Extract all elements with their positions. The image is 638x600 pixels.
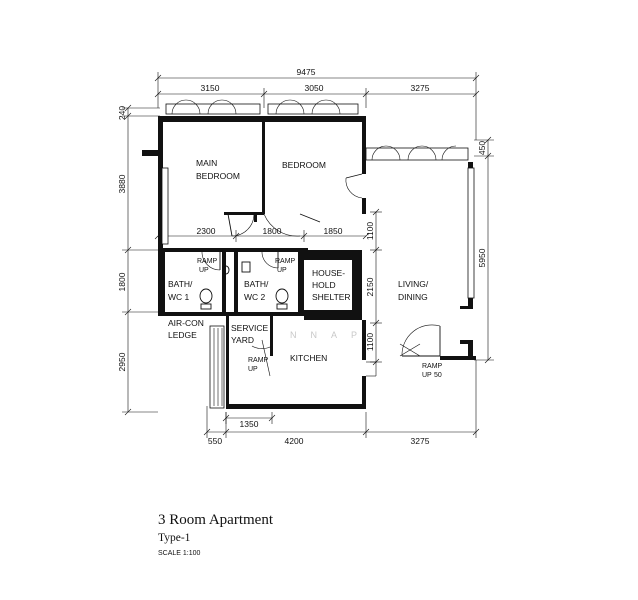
ramp-bath2-1: RAMP — [275, 258, 296, 265]
ramp-yard-1: RAMP — [248, 357, 269, 364]
toilets — [199, 261, 289, 310]
ramp-bath1-1: RAMP — [197, 258, 218, 265]
dim-main-bedroom-width: 3150 — [201, 83, 220, 93]
dim-240: 240 — [117, 106, 127, 120]
plan-type: Type-1 — [158, 532, 191, 544]
dim-3275-bottom: 3275 — [411, 436, 430, 446]
label-bath2-1: BATH/ — [244, 279, 269, 289]
label-living-1: LIVING/ — [398, 279, 429, 289]
dim-1850: 1850 — [324, 226, 343, 236]
windows — [161, 99, 475, 409]
ramp-labels: RAMP UP RAMP UP RAMP UP RAMP UP 50 — [197, 258, 443, 379]
label-bath2-2: WC 2 — [244, 292, 266, 302]
ramp-bath2-2: UP — [277, 267, 287, 274]
ramp-entry-1: RAMP — [422, 363, 443, 370]
label-aircon-1: AIR-CON — [168, 318, 204, 328]
label-bath1-2: WC 1 — [168, 292, 190, 302]
label-shelter-3: SHELTER — [312, 292, 351, 302]
label-shelter-1: HOUSE- — [312, 268, 345, 278]
dim-1350: 1350 — [240, 419, 259, 429]
dim-1100-upper: 1100 — [365, 222, 375, 241]
dim-1100-lower: 1100 — [365, 333, 375, 352]
ramp-yard-2: UP — [248, 366, 258, 373]
dim-550: 550 — [208, 436, 222, 446]
ramp-entry-3: 50 — [434, 372, 442, 379]
label-main-bedroom-1: MAIN — [196, 158, 217, 168]
dim-bedroom-width: 3050 — [305, 83, 324, 93]
doors — [201, 173, 441, 377]
label-shelter-2: HOLD — [312, 280, 336, 290]
label-living-2: DINING — [398, 292, 428, 302]
dim-450: 450 — [477, 141, 487, 155]
dim-1800-left: 1800 — [117, 272, 127, 291]
dim-2300: 2300 — [197, 226, 216, 236]
dim-3880: 3880 — [117, 174, 127, 193]
plan-title: 3 Room Apartment — [158, 512, 274, 528]
plan-scale: SCALE 1:100 — [158, 550, 201, 557]
ramp-bath1-2: UP — [199, 267, 209, 274]
label-main-bedroom-2: BEDROOM — [196, 171, 240, 181]
label-service-1: SERVICE — [231, 323, 268, 333]
dimension-lines — [122, 72, 494, 438]
dim-5950: 5950 — [477, 248, 487, 267]
dim-living-width: 3275 — [411, 83, 430, 93]
label-bath1-1: BATH/ — [168, 279, 193, 289]
walls — [142, 116, 476, 409]
label-kitchen: KITCHEN — [290, 353, 327, 363]
label-service-2: YARD — [231, 335, 254, 345]
dim-overall-width: 9475 — [297, 67, 316, 77]
dim-2950: 2950 — [117, 352, 127, 371]
label-bedroom: BEDROOM — [282, 160, 326, 170]
label-aircon-2: LEDGE — [168, 330, 197, 340]
dim-2150: 2150 — [365, 277, 375, 296]
watermark: NNAP — [290, 330, 371, 340]
ramp-entry-2: UP — [422, 372, 432, 379]
dim-1800: 1800 — [263, 226, 282, 236]
dim-4200: 4200 — [285, 436, 304, 446]
